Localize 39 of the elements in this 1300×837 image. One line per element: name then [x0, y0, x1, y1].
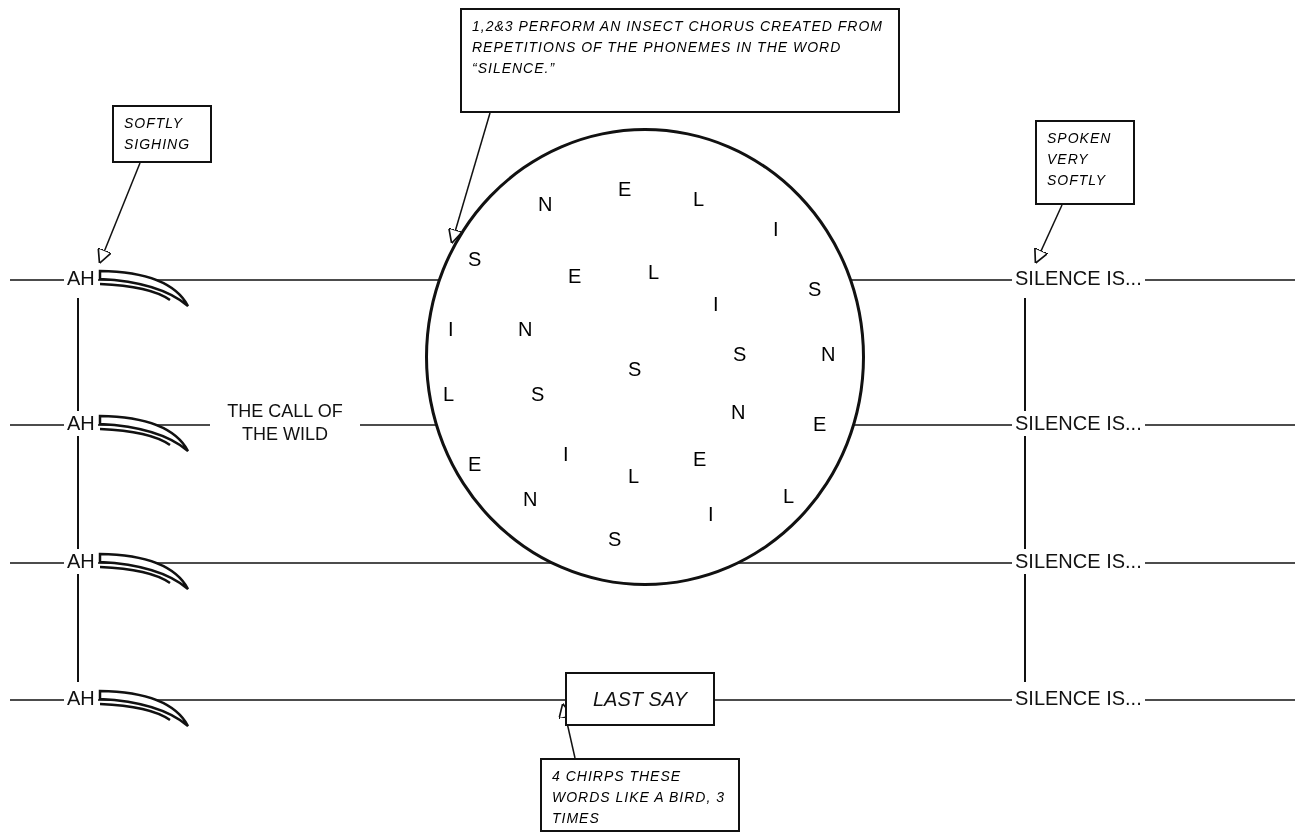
callout-note: 1,2&3 PERFORM AN INSECT CHORUS CREATED FROM REPETITIONS OF THE PHONEMES IN THE WORD “SILENCE.” — [460, 8, 900, 113]
chorus-letter: E — [618, 178, 632, 201]
callout-note: SPOKEN VERY SOFTLY — [1035, 120, 1135, 205]
chorus-letter: E — [468, 453, 482, 476]
vocal-cue-text: AH — [64, 549, 98, 574]
chorus-letter: N — [538, 193, 553, 216]
chorus-letter: S — [531, 383, 545, 406]
chorus-letter: I — [563, 443, 569, 466]
leader-arrow — [558, 702, 576, 759]
spoken-text: SILENCE IS... — [1012, 549, 1145, 574]
callout-note: SOFTLY SIGHING — [112, 105, 212, 163]
chorus-letter: I — [708, 503, 714, 526]
chorus-letter: N — [731, 401, 746, 424]
leader-arrow — [1034, 204, 1063, 265]
chorus-letter: E — [693, 448, 707, 471]
chorus-letter: N — [518, 318, 533, 341]
cue-box: LAST SAY — [565, 672, 715, 726]
chorus-letter: S — [733, 343, 747, 366]
chorus-letter: S — [628, 358, 642, 381]
leader-arrow — [448, 112, 491, 245]
chorus-letter: L — [783, 485, 795, 508]
vocal-cue-text: AH — [64, 411, 98, 436]
chorus-letter: I — [448, 318, 454, 341]
chorus-letter: S — [468, 248, 482, 271]
chorus-letter: L — [628, 465, 640, 488]
chorus-letter: E — [813, 413, 827, 436]
leader-arrow — [97, 162, 141, 265]
chorus-letter: L — [443, 383, 455, 406]
chorus-letter: I — [773, 218, 779, 241]
chorus-letter: S — [808, 278, 822, 301]
chorus-letter: L — [648, 261, 660, 284]
spoken-text: SILENCE IS... — [1012, 411, 1145, 436]
chorus-letter: S — [608, 528, 622, 551]
chorus-letter: I — [713, 293, 719, 316]
chorus-letter: N — [821, 343, 836, 366]
chorus-letter: N — [523, 488, 538, 511]
callout-note: 4 CHIRPS THESE WORDS LIKE A BIRD, 3 TIMES — [540, 758, 740, 832]
chorus-letter: E — [568, 265, 582, 288]
chorus-letter: L — [693, 188, 705, 211]
